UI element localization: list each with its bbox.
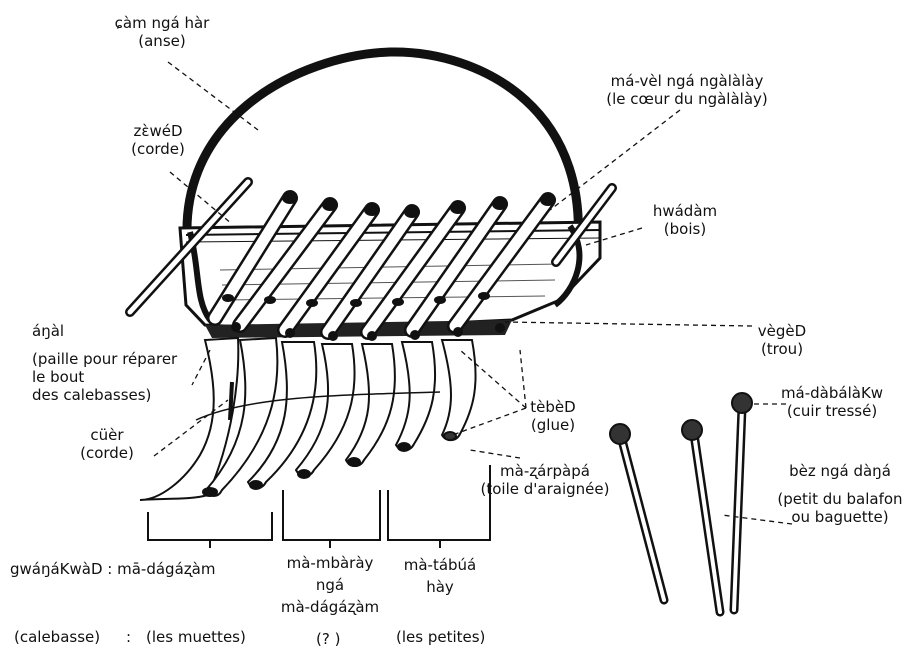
term-coeur: má-vèl ngá ngàlàlày — [582, 72, 792, 90]
gloss-calebasse: (calebasse) — [14, 628, 100, 646]
middle-term-1: mà-mbàrày — [270, 552, 390, 574]
label-toile: mà-ʐárpàpá (toile d'araignée) — [466, 462, 624, 498]
calabash — [396, 342, 435, 450]
gloss-corde-top: (corde) — [108, 140, 208, 158]
gloss-coeur: (le cœur du ngàlàlày) — [582, 90, 792, 108]
right-group-label: mà-tábúá hày — [395, 554, 485, 598]
gloss-paille-3: des calebasses) — [32, 386, 177, 404]
bottom-row-term: gwáŋáKwàD : mā-dágáʐàm — [10, 560, 215, 578]
gloss-question: (? ) — [316, 630, 340, 648]
gloss-colon: : — [126, 628, 131, 646]
label-cuir: má-dàbálàKw (cuir tressé) — [772, 384, 892, 420]
calabash — [442, 340, 476, 440]
gloss-corde-bottom: (corde) — [62, 444, 152, 462]
gloss-paille-2: le bout — [32, 368, 177, 386]
label-bois: hwádàm (bois) — [640, 202, 730, 238]
gloss-glue: (glue) — [518, 416, 588, 434]
gloss-baguette-2: ou baguette) — [770, 508, 910, 526]
gloss-petites: (les petites) — [396, 628, 485, 646]
term-anse: ɕàm ngá hàr — [92, 14, 232, 32]
label-corde-bottom: cüèr (corde) — [62, 426, 152, 462]
middle-group-label: mà-mbàrày ngá mà-dágáʐàm — [270, 552, 390, 618]
middle-term-3: mà-dágáʐàm — [270, 596, 390, 618]
gloss-cuir: (cuir tressé) — [772, 402, 892, 420]
gloss-toile: (toile d'araignée) — [466, 480, 624, 498]
term-bois: hwádàm — [640, 202, 730, 220]
right-term-1: mà-tábúá — [395, 554, 485, 576]
right-term-2: hày — [395, 576, 485, 598]
term-baguette: bèz ngá dàŋá — [770, 462, 910, 480]
label-anse: ɕàm ngá hàr (anse) — [92, 14, 232, 50]
term-trou: vègèD — [742, 322, 822, 340]
middle-term-2: ngá — [270, 574, 390, 596]
calabashes — [140, 338, 476, 500]
gloss-baguette-1: (petit du balafon — [770, 490, 910, 508]
term-glue: tèbèD — [518, 398, 588, 416]
label-coeur: má-vèl ngá ngàlàlày (le cœur du ngàlàlày… — [582, 72, 792, 108]
term-toile: mà-ʐárpàpá — [466, 462, 624, 480]
label-corde-top: zɛ̀wéD (corde) — [108, 122, 208, 158]
mallet — [610, 424, 664, 600]
mallet — [732, 393, 752, 610]
gloss-paille-1: (paille pour réparer — [32, 350, 177, 368]
term-paille: áŋàl — [32, 322, 64, 340]
term-corde-bottom: cüèr — [62, 426, 152, 444]
label-paille-term: áŋàl — [32, 322, 64, 340]
label-paille-gloss: (paille pour réparer le bout des calebas… — [32, 350, 177, 404]
gloss-trou: (trou) — [742, 340, 822, 358]
mallet — [682, 420, 720, 612]
gloss-bois: (bois) — [640, 220, 730, 238]
term-corde-top: zɛ̀wéD — [108, 122, 208, 140]
label-baguette: bèz ngá dàŋá (petit du balafon ou baguet… — [770, 462, 910, 526]
term-cuir: má-dàbálàKw — [772, 384, 892, 402]
gloss-anse: (anse) — [92, 32, 232, 50]
label-trou: vègèD (trou) — [742, 322, 822, 358]
gloss-muettes: (les muettes) — [146, 628, 246, 646]
mallets — [610, 393, 752, 612]
label-glue: tèbèD (glue) — [518, 398, 588, 434]
